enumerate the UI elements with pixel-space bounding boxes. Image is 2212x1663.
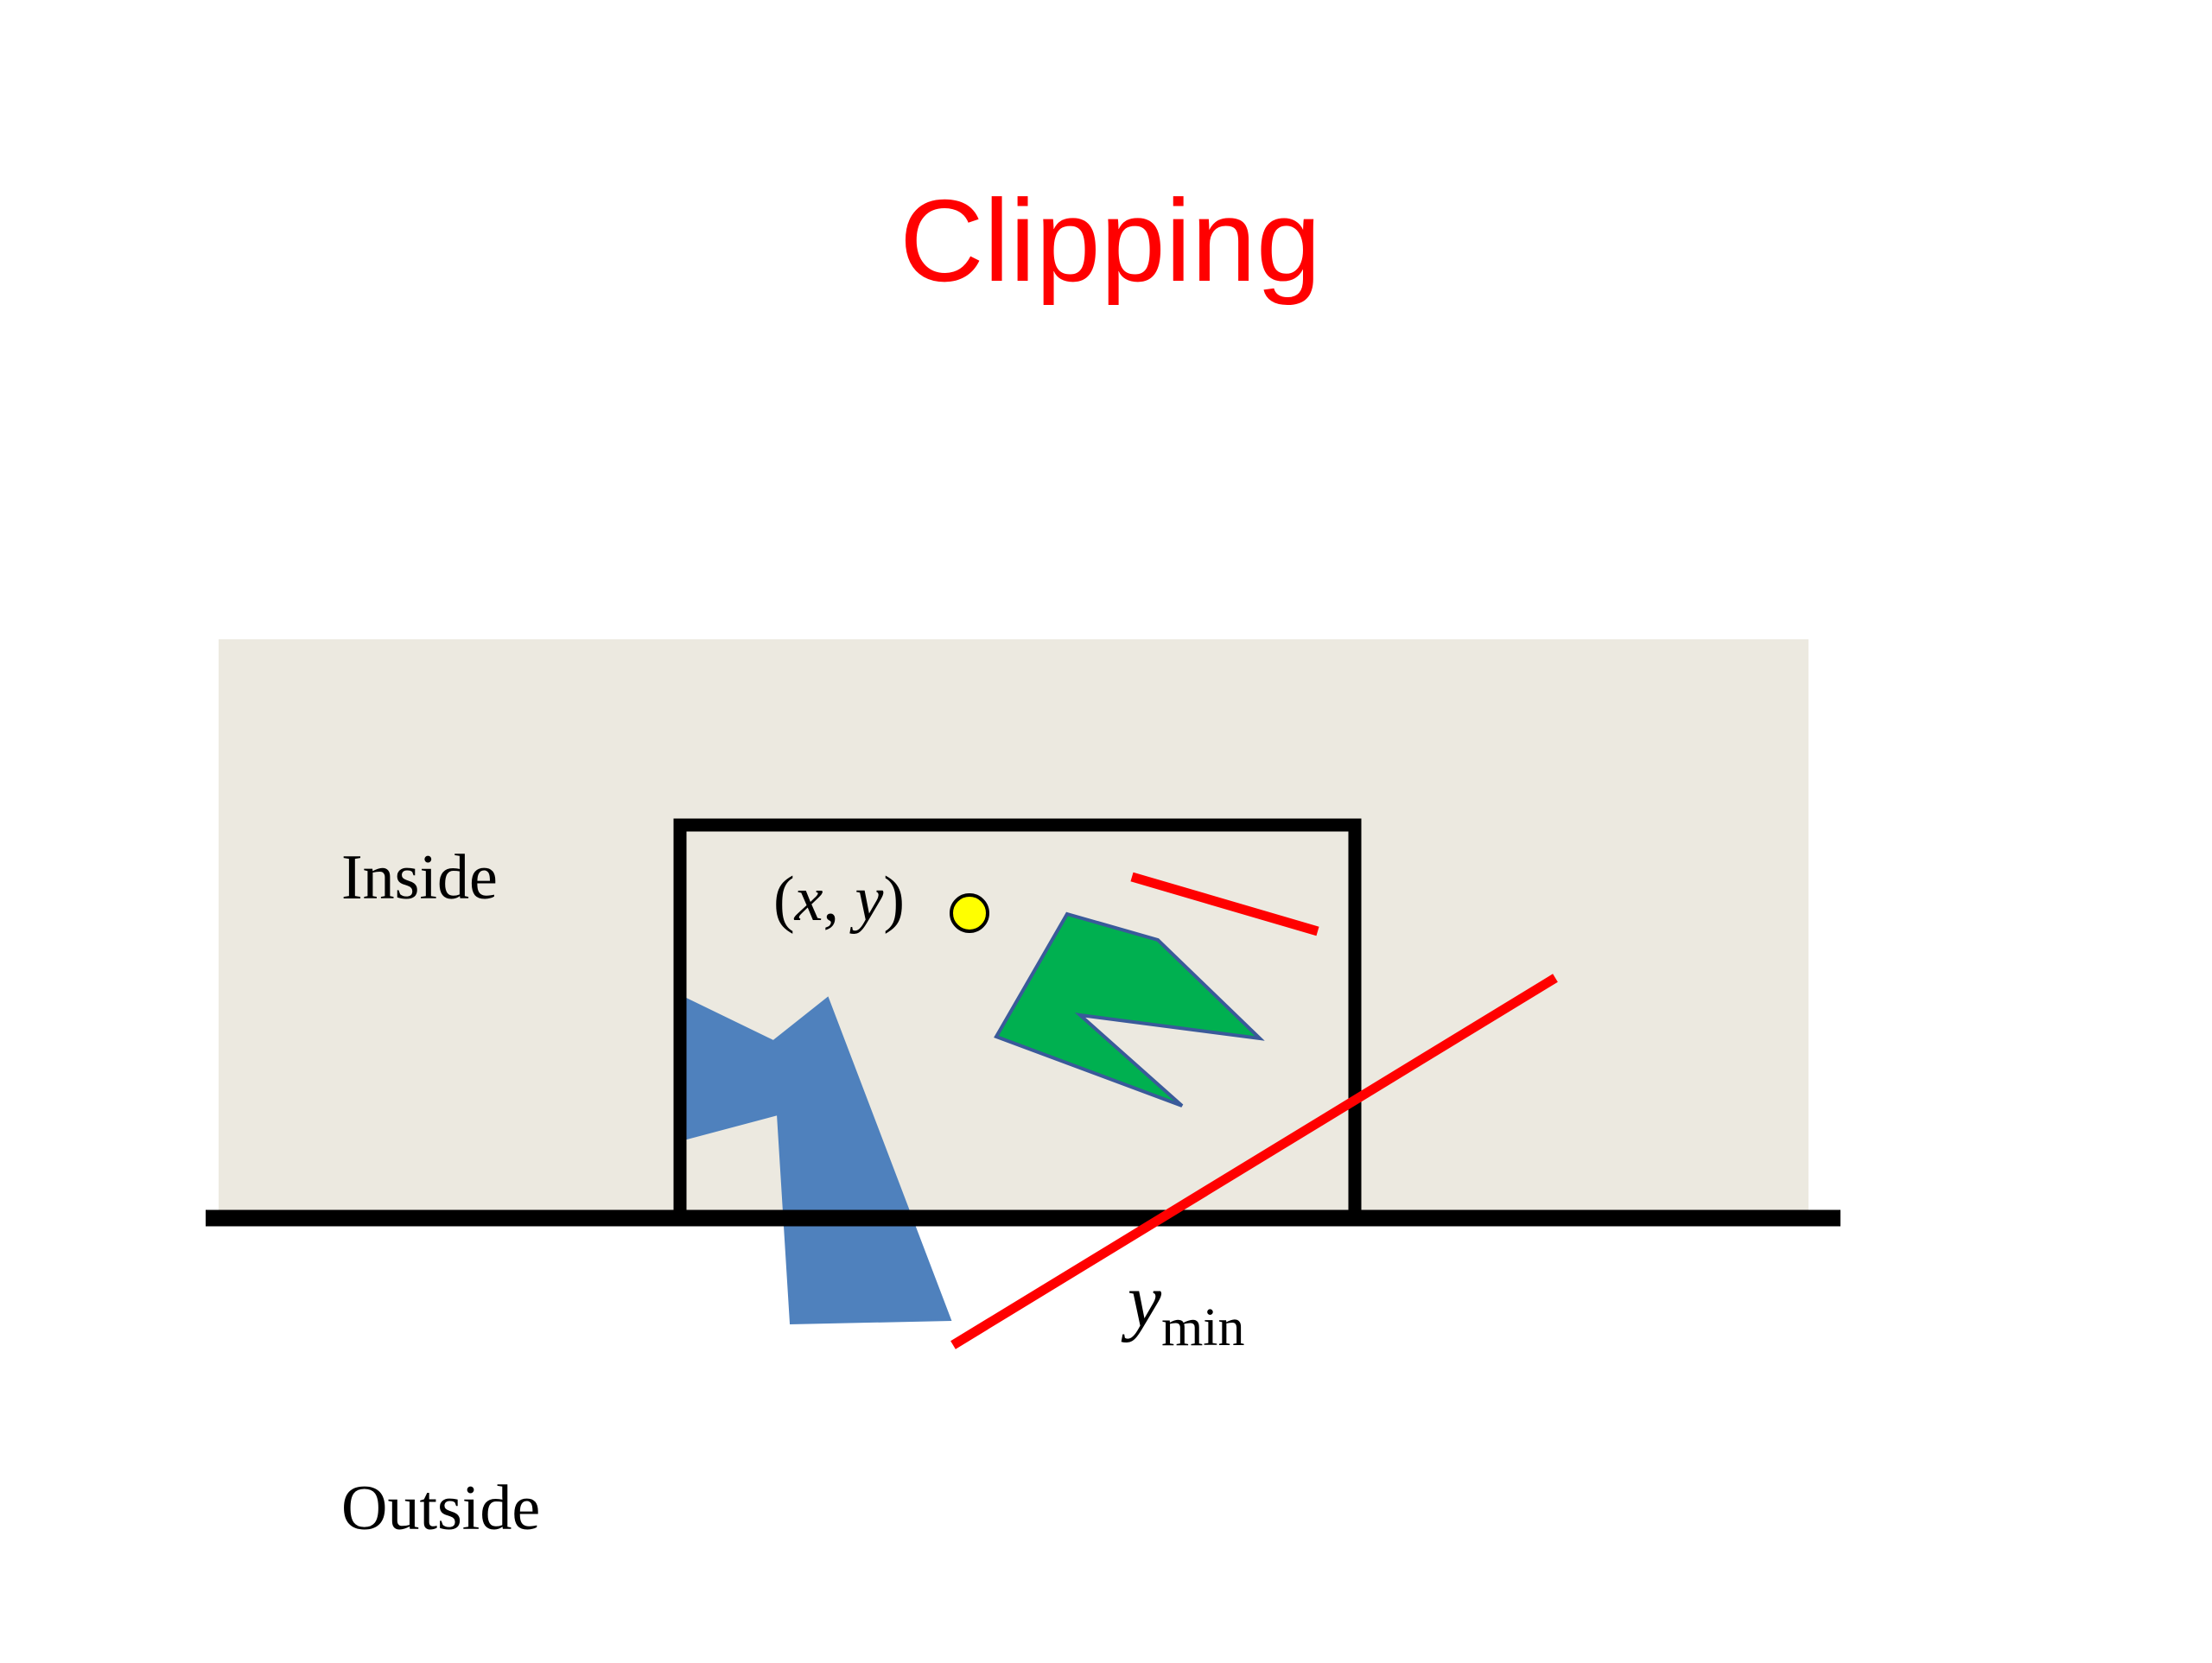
slide-title: Clipping <box>899 175 1321 306</box>
ymin-label: ymin <box>1121 1260 1245 1357</box>
point-marker <box>950 893 989 933</box>
point-label: (x, y) <box>773 864 905 935</box>
red-segment-inside <box>1130 872 1319 936</box>
inside-label: Inside <box>341 842 498 913</box>
green-polygon <box>994 911 1265 1108</box>
red-segment-crossing <box>950 974 1558 1349</box>
inside-region <box>219 639 1808 1214</box>
blue-polygon <box>683 996 952 1325</box>
outside-label: Outside <box>341 1473 540 1544</box>
